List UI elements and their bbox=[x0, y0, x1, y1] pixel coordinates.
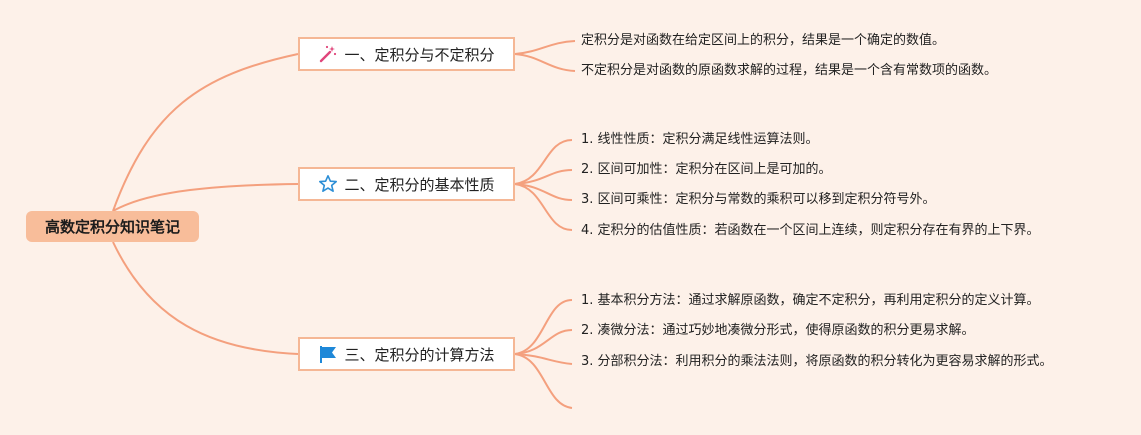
star-icon bbox=[318, 174, 338, 194]
leaf-b3-2: 2. 凑微分法：通过巧妙地凑微分形式，使得原函数的积分更易求解。 bbox=[581, 323, 975, 338]
connector-b1-l1 bbox=[514, 40, 576, 55]
leaf-b3-1: 1. 基本积分方法：通过求解原函数，确定不定积分，再利用定积分的定义计算。 bbox=[581, 293, 1040, 308]
connector-root-branch-1 bbox=[112, 53, 299, 212]
connector-b2-l1 bbox=[514, 139, 573, 185]
leaf-b2-4: 4. 定积分的估值性质：若函数在一个区间上连续，则定积分存在有界的上下界。 bbox=[581, 223, 1040, 238]
leaf-b2-1: 1. 线性性质：定积分满足线性运算法则。 bbox=[581, 132, 819, 147]
leaf-b2-3: 3. 区间可乘性：定积分与常数的乘积可以移到定积分符号外。 bbox=[581, 192, 936, 207]
branch-label-1: 一、定积分与不定积分 bbox=[344, 45, 495, 64]
connector-root-branch-3 bbox=[112, 241, 299, 355]
branch-node-2[interactable]: 二、定积分的基本性质 bbox=[298, 167, 515, 201]
connector-root-branch-2 bbox=[112, 183, 299, 212]
connector-b1-l2 bbox=[514, 53, 576, 72]
connector-b3-l2 bbox=[514, 329, 573, 355]
branch-label-3: 三、定积分的计算方法 bbox=[344, 345, 495, 364]
connector-b3-l4 bbox=[514, 353, 573, 409]
root-label: 高数定积分知识笔记 bbox=[44, 218, 180, 236]
leaf-b2-2: 2. 区间可加性：定积分在区间上是可加的。 bbox=[581, 162, 832, 177]
branch-node-1[interactable]: 一、定积分与不定积分 bbox=[298, 37, 515, 71]
connector-b2-l3 bbox=[514, 183, 573, 201]
flag-icon bbox=[318, 344, 338, 364]
branch-label-2: 二、定积分的基本性质 bbox=[344, 175, 495, 194]
branch-node-3[interactable]: 三、定积分的计算方法 bbox=[298, 337, 515, 371]
leaf-b1-1: 定积分是对函数在给定区间上的积分，结果是一个确定的数值。 bbox=[581, 33, 946, 48]
root-node[interactable]: 高数定积分知识笔记 bbox=[26, 211, 199, 242]
connector-b2-l2 bbox=[514, 169, 573, 185]
connector-b2-l4 bbox=[514, 183, 573, 231]
leaf-b1-2: 不定积分是对函数的原函数求解的过程，结果是一个含有常数项的函数。 bbox=[581, 63, 998, 78]
connector-b3-l1 bbox=[514, 299, 573, 355]
leaf-b3-3: 3. 分部积分法：利用积分的乘法法则，将原函数的积分转化为更容易求解的形式。 bbox=[581, 354, 1053, 369]
connector-b3-l3 bbox=[514, 353, 573, 365]
magic-wand-icon bbox=[318, 44, 338, 64]
